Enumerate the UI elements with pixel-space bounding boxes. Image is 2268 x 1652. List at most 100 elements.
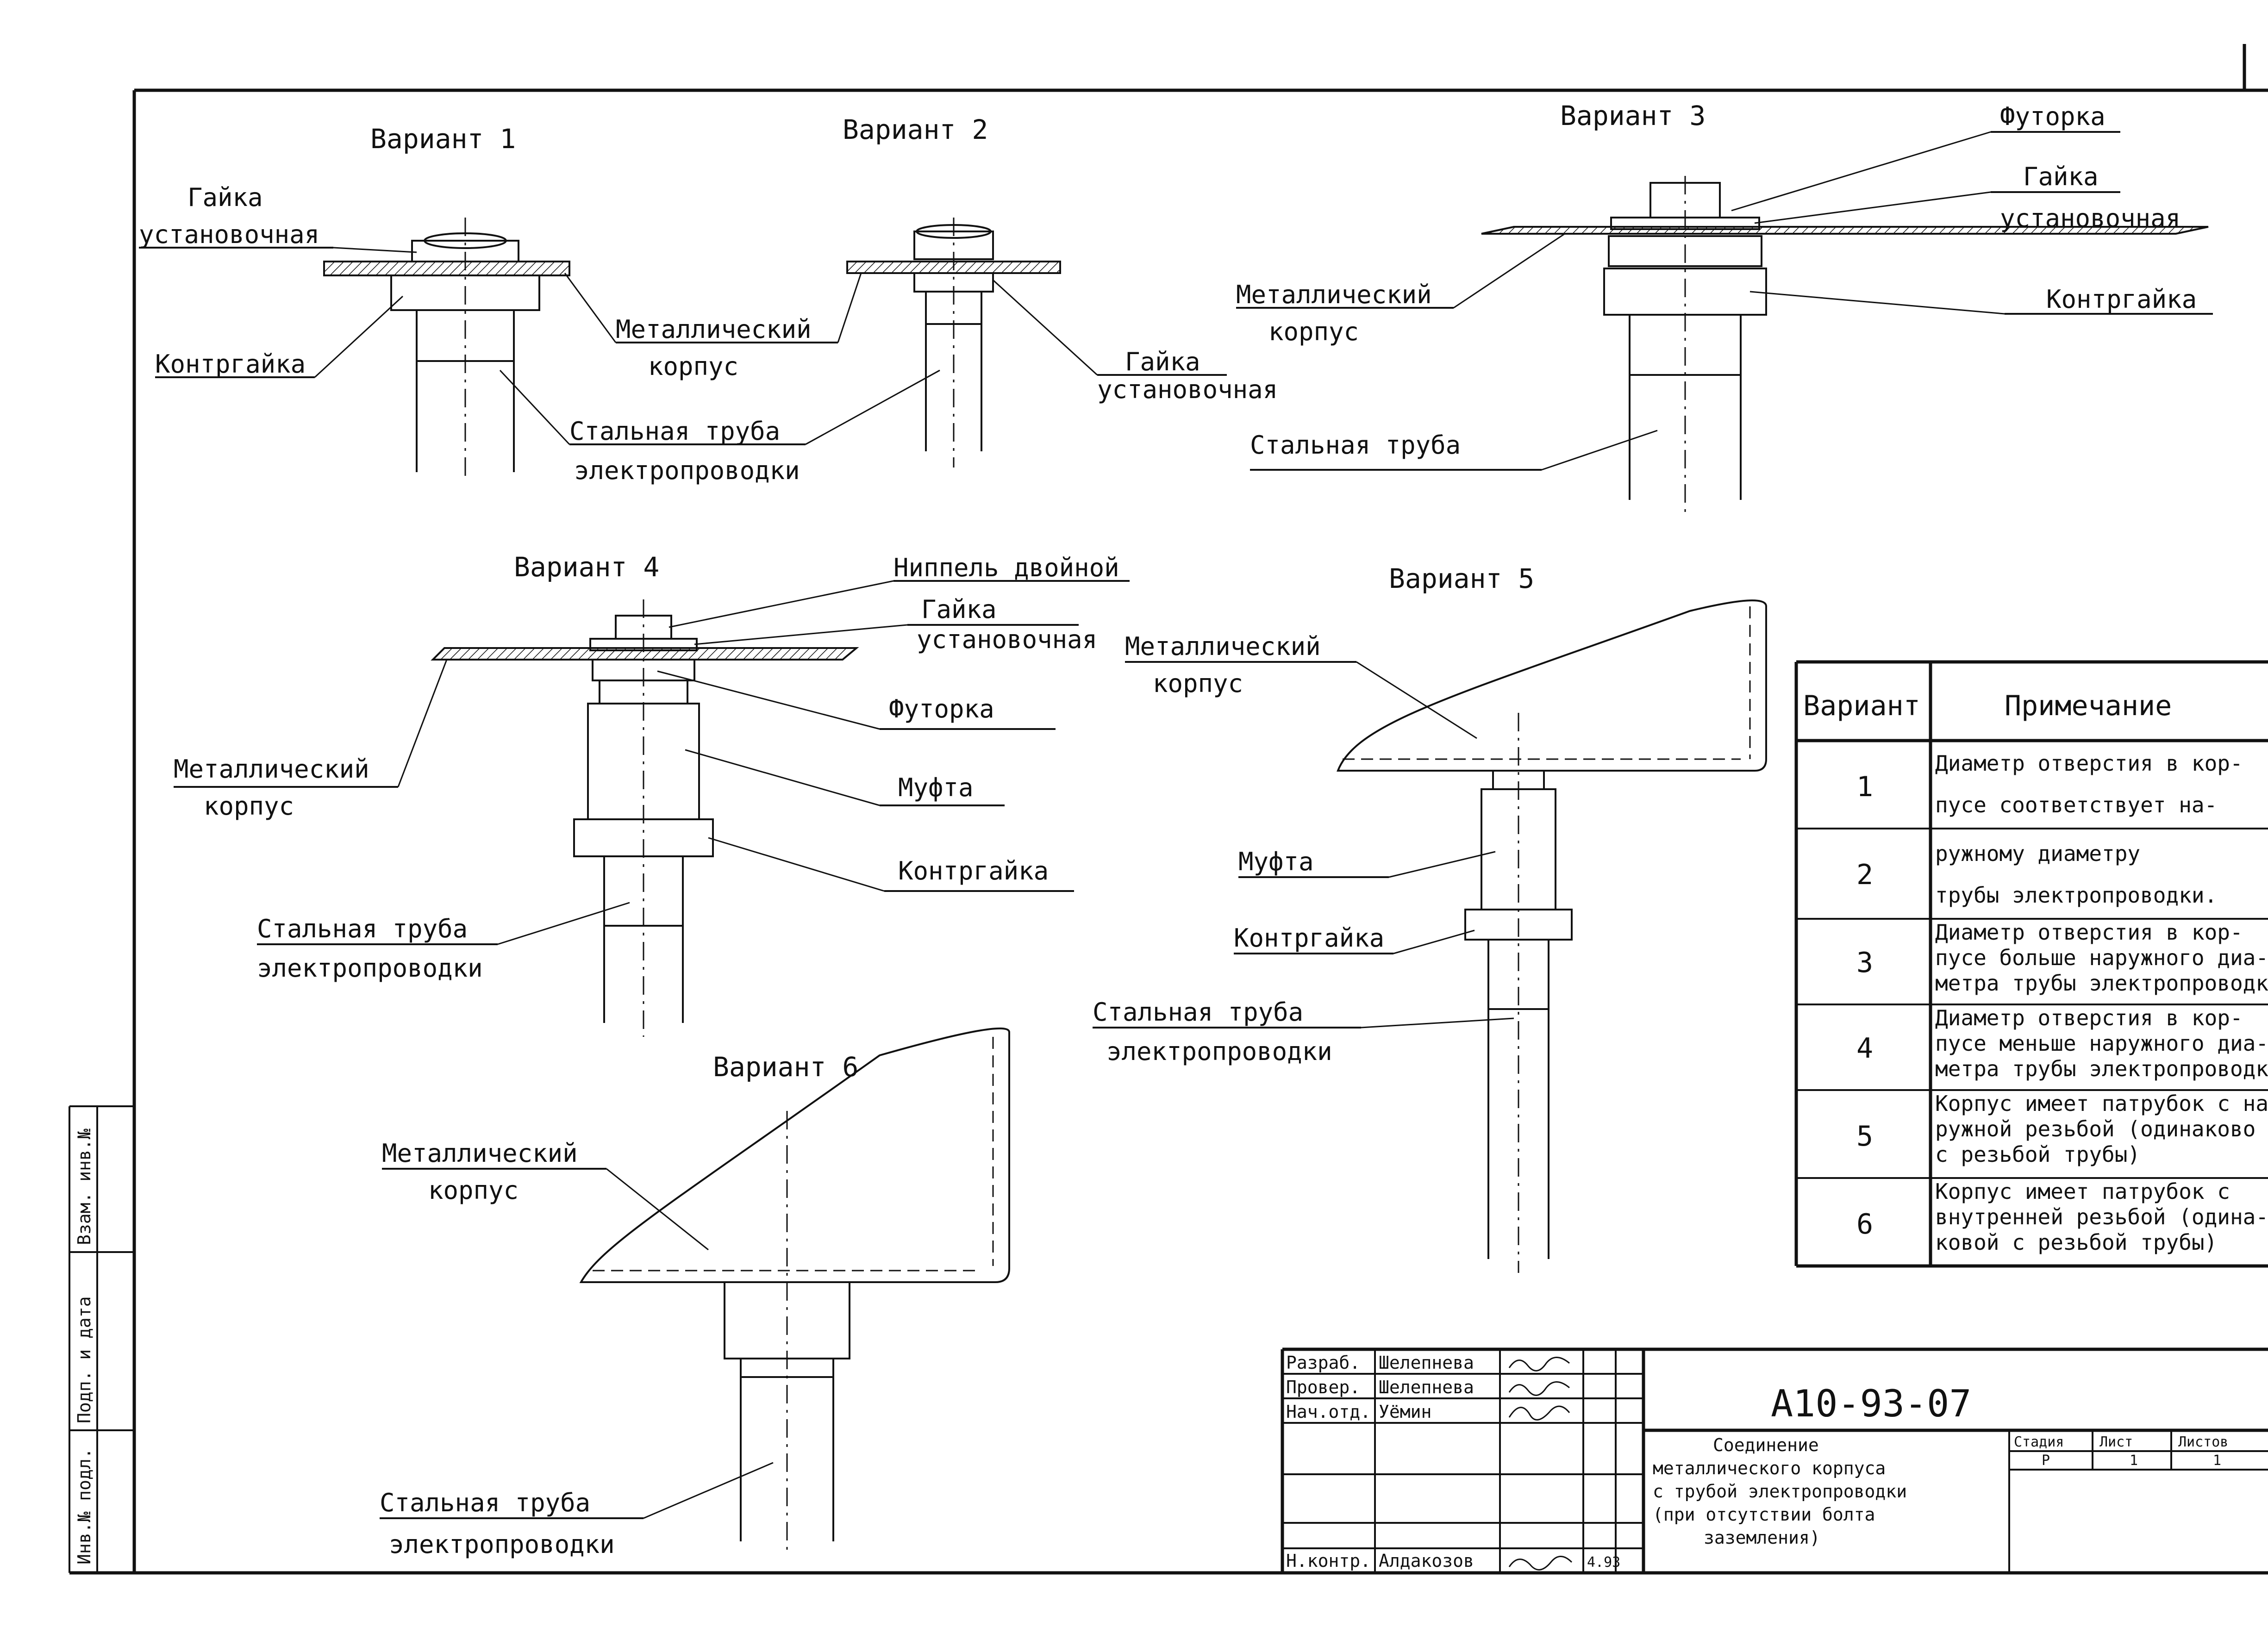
sheets-header: Листов — [2178, 1434, 2228, 1450]
label-body: Металлический — [616, 315, 812, 344]
label-nut-2: установочная — [1097, 375, 1278, 404]
label-nut: Гайка — [187, 183, 263, 212]
notes-row-line: трубы электропроводки. — [1935, 883, 2217, 908]
notes-row-line: пусе соответствует на- — [1935, 792, 2217, 817]
notes-row-variant: 3 — [1856, 947, 1873, 979]
label-nut: Гайка — [921, 595, 997, 624]
label-pipe: Стальная труба — [257, 914, 468, 943]
side-stamp-cell: Взам. инв.№ — [74, 1128, 94, 1245]
label-body-2: корпус — [204, 792, 294, 821]
label-locknut: Контргайка — [2046, 285, 2197, 314]
notes-row-line: пусе больше наружного диа- — [1935, 945, 2268, 970]
sheet-header: Лист — [2099, 1434, 2133, 1450]
stage-header: Стадия — [2014, 1434, 2064, 1450]
variant-1-drawing: Вариант 1 Гайка установочная Контргайка … — [139, 123, 940, 485]
notes-row-line: Корпус имеет патрубок с на- — [1935, 1091, 2268, 1116]
side-stamp: Инв.№ подл. Подп. и дата Взам. инв.№ — [69, 1105, 134, 1573]
notes-row-variant: 6 — [1856, 1208, 1873, 1241]
label-body: Металлический — [174, 754, 369, 784]
label-locknut: Контргайка — [898, 856, 1049, 885]
label-nipple: Ниппель двойной — [893, 553, 1119, 582]
label-body: Металлический — [382, 1139, 578, 1168]
label-pipe-2: электропроводки — [574, 456, 800, 485]
notes-row-variant: 1 — [1856, 771, 1873, 803]
label-pipe-2: электропроводки — [389, 1530, 615, 1559]
label-body-2: корпус — [1153, 669, 1243, 698]
label-pipe: Стальная труба — [569, 417, 780, 446]
signature-mark — [1508, 1357, 1570, 1371]
label-nut: Гайка — [2023, 162, 2099, 191]
variant-2-drawing: Вариант 2 Гайка установочная — [843, 114, 1278, 468]
label-pipe: Стальная труба — [380, 1488, 590, 1517]
notes-row-variant: 4 — [1856, 1032, 1873, 1065]
notes-row-line: ружной резьбой (одинаково — [1935, 1116, 2256, 1141]
signature-mark — [1508, 1381, 1570, 1396]
side-stamp-cell: Инв.№ подл. — [74, 1448, 94, 1565]
stamp-role: Н.контр. — [1286, 1551, 1371, 1571]
sheet-value: 1 — [2130, 1453, 2138, 1469]
signature-mark — [1508, 1556, 1573, 1571]
notes-row-line: метра трубы электропроводк — [1935, 1056, 2268, 1081]
notes-row-line: метра трубы электропроводк — [1935, 971, 2268, 996]
stamp-role: Разраб. — [1286, 1353, 1360, 1373]
label-nut: Гайка — [1125, 347, 1200, 376]
label-pipe-2: электропроводки — [1106, 1037, 1332, 1066]
notes-header-note: Примечание — [2005, 690, 2172, 722]
notes-row-line: Диаметр отверстия в кор- — [1935, 1005, 2243, 1030]
variant-2-title: Вариант 2 — [843, 114, 988, 145]
label-body-2: корпус — [1268, 317, 1359, 346]
variant-5-drawing: Вариант 5 Металлический корпус Муфта Кон… — [1093, 563, 1767, 1273]
variant-6-title: Вариант 6 — [713, 1051, 858, 1083]
doc-title-line: металлического корпуса — [1653, 1458, 1886, 1478]
stamp-role: Нач.отд. — [1286, 1402, 1371, 1422]
label-nut-2: установочная — [917, 625, 1097, 654]
doc-title-line: (при отсутствии болта — [1653, 1504, 1875, 1525]
label-body: Металлический — [1236, 280, 1432, 309]
label-bushing: Футорка — [889, 694, 994, 723]
variant-5-title: Вариант 5 — [1389, 563, 1534, 594]
label-nut-2: установочная — [2000, 204, 2181, 233]
stamp-date: 4.93 — [1587, 1554, 1620, 1571]
label-body-2: корпус — [428, 1176, 519, 1205]
side-stamp-cell: Подп. и дата — [74, 1296, 94, 1423]
notes-table: Вариант Примечание 1 Диаметр отверстия в… — [1794, 660, 2268, 1268]
sheets-value: 1 — [2213, 1453, 2221, 1469]
doc-title-line: Соединение — [1713, 1435, 1819, 1455]
notes-header-variant: Вариант — [1803, 690, 1920, 722]
label-nut-2: установочная — [139, 220, 319, 249]
variant-6-drawing: Вариант 6 Металлический корпус Стальная … — [380, 1027, 1010, 1559]
stamp-name: Шелепнева — [1379, 1377, 1474, 1397]
variant-3-title: Вариант 3 — [1560, 100, 1706, 131]
variant-1-title: Вариант 1 — [370, 123, 516, 155]
notes-row-line: пусе меньше наружного диа- — [1935, 1031, 2268, 1056]
sheet-frame — [69, 44, 2268, 1575]
notes-row-line: внутренней резьбой (одина- — [1935, 1204, 2268, 1229]
notes-row-line: Диаметр отверстия в кор- — [1935, 751, 2243, 776]
label-body-2: корпус — [648, 352, 738, 381]
notes-row-line: Корпус имеет патрубок с — [1935, 1179, 2230, 1204]
label-locknut: Контргайка — [155, 349, 306, 379]
stamp-name: Уёмин — [1379, 1402, 1431, 1422]
signature-mark — [1508, 1405, 1570, 1421]
doc-title-line: заземления) — [1704, 1527, 1820, 1548]
variant-3-drawing: Вариант 3 Футорка Гайка установочная Кон… — [1236, 100, 2213, 514]
stage-value: Р — [2042, 1453, 2050, 1469]
label-coupling: Муфта — [898, 773, 974, 802]
notes-row-variant: 2 — [1856, 859, 1873, 891]
label-pipe-2: электропроводки — [257, 954, 483, 983]
notes-row-line: с резьбой трубы) — [1935, 1142, 2140, 1167]
label-pipe: Стальная труба — [1093, 997, 1303, 1027]
label-locknut: Контргайка — [1234, 923, 1384, 953]
label-coupling: Муфта — [1238, 847, 1314, 876]
notes-row-line: Диаметр отверстия в кор- — [1935, 920, 2243, 945]
stamp-name: Алдакозов — [1379, 1551, 1474, 1571]
notes-row-variant: 5 — [1856, 1120, 1873, 1153]
label-pipe: Стальная труба — [1250, 430, 1461, 460]
notes-row-line: ружному диаметру — [1935, 841, 2140, 866]
stamp-name: Шелепнева — [1379, 1353, 1474, 1373]
label-bushing: Футорка — [2000, 102, 2106, 131]
title-block: Разраб. Шелепнева Провер. Шелепнева Нач.… — [1281, 1347, 2268, 1573]
stamp-role: Провер. — [1286, 1377, 1360, 1397]
